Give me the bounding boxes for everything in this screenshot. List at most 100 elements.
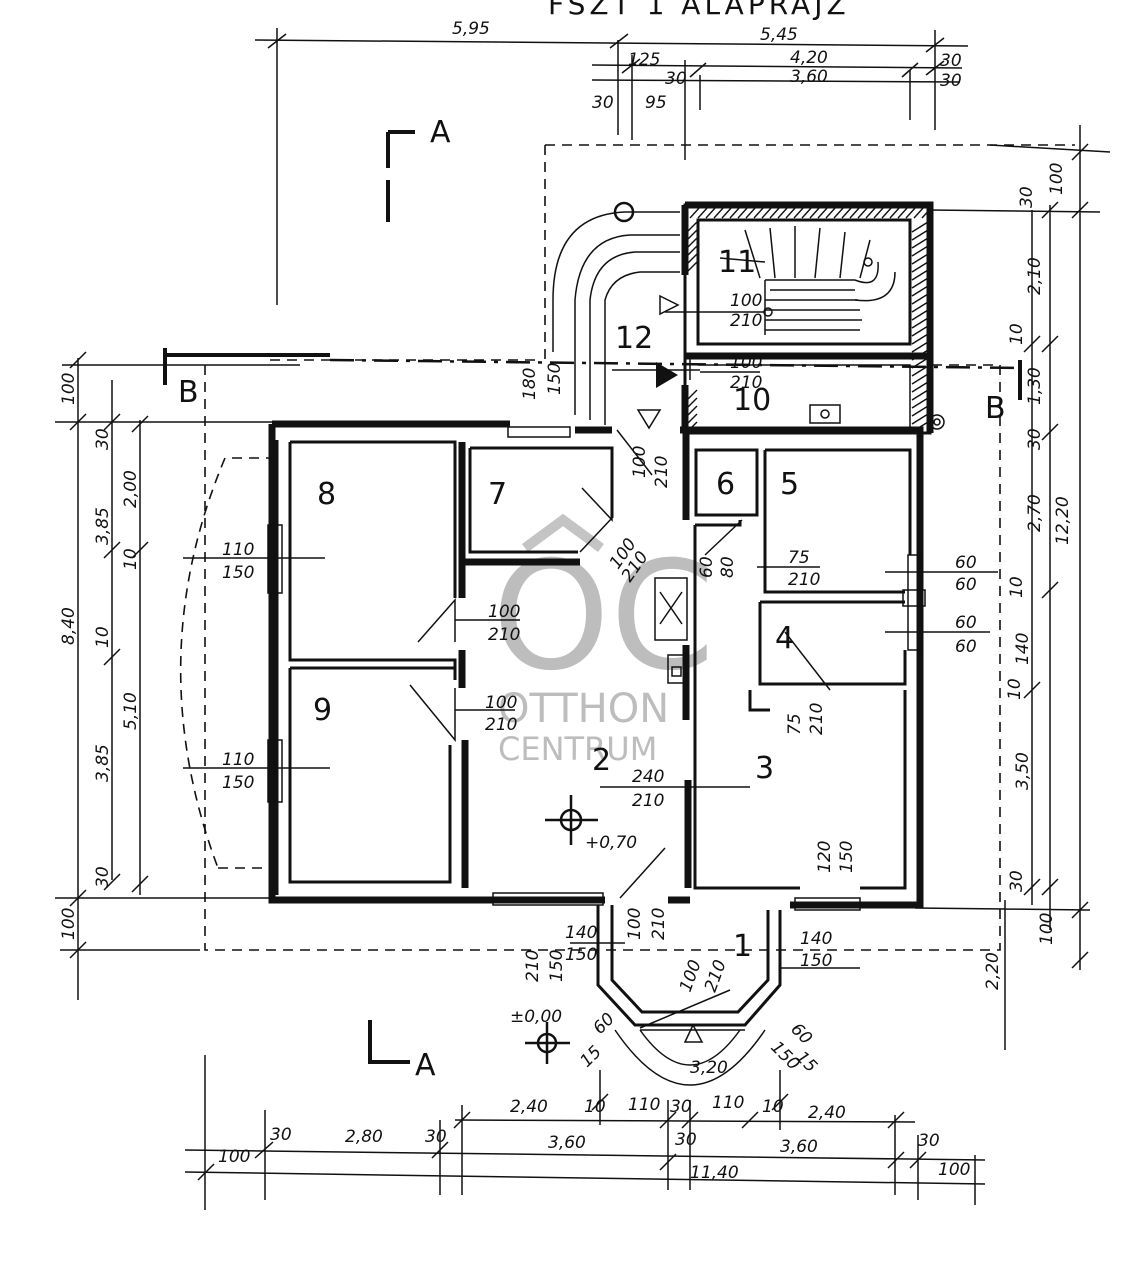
svg-text:30: 30 bbox=[425, 1127, 447, 1147]
svg-text:5,45: 5,45 bbox=[760, 25, 798, 45]
svg-text:2,00: 2,00 bbox=[121, 470, 141, 508]
room-labels: 1 2 3 4 5 6 7 8 9 10 11 12 bbox=[313, 245, 799, 964]
staircase-block bbox=[681, 201, 945, 435]
svg-text:3,20: 3,20 bbox=[690, 1058, 728, 1078]
svg-text:30: 30 bbox=[592, 93, 614, 113]
svg-text:100: 100 bbox=[1047, 163, 1067, 195]
eaves-line bbox=[204, 364, 1001, 951]
room-3: 3 bbox=[755, 751, 774, 786]
svg-text:100: 100 bbox=[938, 1160, 970, 1180]
svg-text:3,50: 3,50 bbox=[1013, 752, 1033, 790]
svg-text:100: 100 bbox=[1037, 913, 1057, 945]
svg-text:30: 30 bbox=[1025, 428, 1045, 450]
svg-text:100: 100 bbox=[630, 446, 650, 478]
entry-steps bbox=[552, 201, 700, 430]
room-8: 8 bbox=[317, 477, 336, 512]
windows bbox=[267, 426, 926, 911]
svg-text:30: 30 bbox=[940, 51, 962, 71]
svg-text:15: 15 bbox=[576, 1042, 605, 1071]
watermark-logo: OC bbox=[492, 530, 715, 704]
room-6: 6 bbox=[716, 467, 735, 502]
svg-text:2,40: 2,40 bbox=[808, 1103, 846, 1123]
svg-text:30: 30 bbox=[940, 71, 962, 91]
right-dimensions: 100 30 2,10 10 1,30 30 2,70 12,20 10 140… bbox=[914, 125, 1111, 1050]
svg-text:5,10: 5,10 bbox=[121, 692, 141, 730]
room-10: 10 bbox=[733, 383, 771, 418]
svg-text:210: 210 bbox=[652, 456, 672, 488]
svg-text:150: 150 bbox=[547, 950, 567, 982]
svg-text:3,85: 3,85 bbox=[93, 507, 113, 545]
svg-text:210: 210 bbox=[649, 908, 669, 940]
svg-text:2,10: 2,10 bbox=[1025, 257, 1045, 295]
svg-text:10: 10 bbox=[1007, 323, 1027, 345]
section-a-top: A bbox=[430, 115, 451, 150]
svg-text:30: 30 bbox=[670, 1097, 692, 1117]
svg-text:110: 110 bbox=[222, 540, 254, 560]
left-dimensions: 100 30 2,00 3,85 10 8,40 10 5,10 3,85 30… bbox=[55, 351, 565, 1000]
svg-text:140: 140 bbox=[800, 929, 832, 949]
svg-text:110: 110 bbox=[712, 1093, 744, 1113]
svg-text:150: 150 bbox=[222, 773, 254, 793]
room-12: 12 bbox=[615, 321, 653, 356]
svg-text:30: 30 bbox=[1007, 870, 1027, 892]
svg-text:10: 10 bbox=[1007, 576, 1027, 598]
level-floor: +0,70 bbox=[585, 833, 637, 853]
level-marker-floor: +0,70 bbox=[545, 795, 637, 853]
svg-text:4,20: 4,20 bbox=[790, 48, 828, 68]
svg-text:100: 100 bbox=[59, 908, 79, 940]
svg-text:210: 210 bbox=[788, 570, 820, 590]
left-bay-arc bbox=[179, 457, 270, 869]
svg-text:125: 125 bbox=[628, 50, 660, 70]
svg-text:210: 210 bbox=[632, 791, 664, 811]
level-marker-ground: ±0,00 bbox=[510, 1007, 570, 1064]
svg-text:210: 210 bbox=[730, 373, 762, 393]
level-ground: ±0,00 bbox=[510, 1007, 562, 1027]
svg-text:150: 150 bbox=[837, 841, 857, 873]
svg-text:80: 80 bbox=[718, 556, 738, 578]
svg-text:180: 180 bbox=[520, 368, 540, 400]
opening-labels: 110 150 110 150 100 210 100 210 240 210 … bbox=[183, 291, 998, 1077]
room-1: 1 bbox=[733, 929, 752, 964]
room-2: 2 bbox=[592, 743, 611, 778]
section-line-a: A A bbox=[368, 115, 451, 1083]
svg-text:120: 120 bbox=[815, 841, 835, 873]
stair-treads bbox=[719, 226, 896, 335]
watermark: OC OTTHON CENTRUM bbox=[492, 513, 715, 768]
svg-text:210: 210 bbox=[485, 715, 517, 735]
svg-text:2,70: 2,70 bbox=[1025, 494, 1045, 532]
door-swings bbox=[409, 429, 831, 899]
svg-text:30: 30 bbox=[665, 69, 687, 89]
svg-text:10: 10 bbox=[93, 626, 113, 648]
svg-text:100: 100 bbox=[218, 1147, 250, 1167]
svg-text:60: 60 bbox=[955, 613, 977, 633]
svg-text:3,60: 3,60 bbox=[790, 67, 828, 87]
svg-text:5,95: 5,95 bbox=[452, 19, 490, 39]
svg-text:150: 150 bbox=[545, 363, 565, 395]
svg-text:30: 30 bbox=[675, 1130, 697, 1150]
svg-text:100: 100 bbox=[59, 373, 79, 405]
svg-text:60: 60 bbox=[955, 637, 977, 657]
section-b-left: B bbox=[178, 375, 199, 410]
svg-text:3,60: 3,60 bbox=[548, 1133, 586, 1153]
watermark-line1: OTTHON bbox=[498, 686, 669, 732]
svg-text:3,60: 3,60 bbox=[780, 1137, 818, 1157]
svg-text:2,80: 2,80 bbox=[345, 1127, 383, 1147]
svg-text:3,85: 3,85 bbox=[93, 744, 113, 782]
svg-text:30: 30 bbox=[1017, 186, 1037, 208]
svg-text:60: 60 bbox=[589, 1009, 618, 1038]
interior-walls bbox=[288, 430, 912, 890]
svg-text:100: 100 bbox=[730, 291, 762, 311]
section-line-b: B B bbox=[163, 348, 1022, 426]
svg-text:2,20: 2,20 bbox=[983, 952, 1003, 990]
svg-text:210: 210 bbox=[807, 703, 827, 735]
section-a-bottom: A bbox=[415, 1048, 436, 1083]
svg-text:10: 10 bbox=[1005, 678, 1025, 700]
svg-text:60: 60 bbox=[786, 1019, 815, 1048]
svg-text:210: 210 bbox=[701, 957, 731, 994]
svg-text:110: 110 bbox=[222, 750, 254, 770]
svg-text:2,40: 2,40 bbox=[510, 1097, 548, 1117]
svg-text:75: 75 bbox=[785, 713, 805, 735]
svg-text:30: 30 bbox=[270, 1125, 292, 1145]
